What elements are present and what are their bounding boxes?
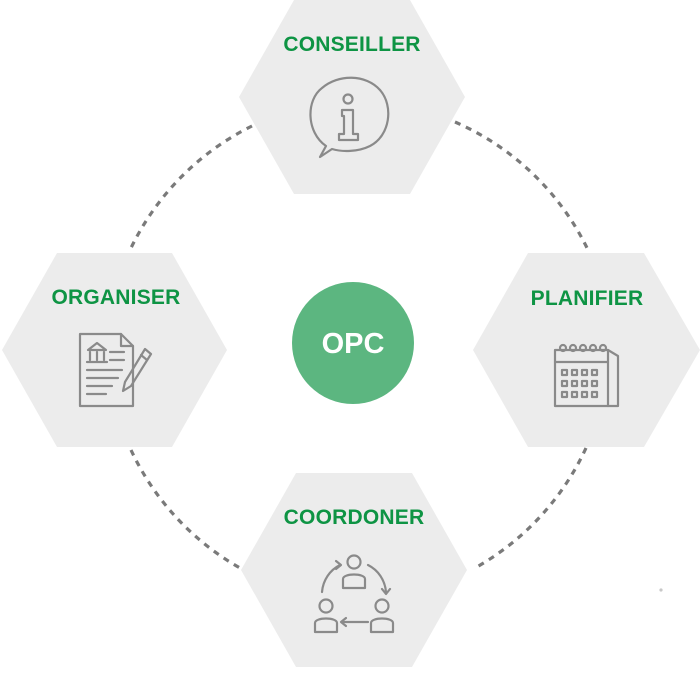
node-organiser: ORGANISER (2, 253, 227, 447)
connector-top-right (454, 120, 590, 251)
hexagon-organiser (2, 253, 227, 447)
node-label-conseiller: CONSEILLER (283, 33, 420, 56)
hexagon-coordoner (241, 473, 467, 667)
decorative-dot (659, 588, 663, 592)
node-label-planifier: PLANIFIER (531, 287, 644, 310)
node-label-coordoner: COORDONER (284, 506, 425, 529)
center-label: OPC (322, 328, 385, 360)
center-circle (292, 282, 414, 404)
connector-bottom-right (474, 447, 588, 570)
node-label-organiser: ORGANISER (52, 286, 181, 309)
connector-bottom-left (129, 449, 241, 570)
node-conseiller: CONSEILLER (239, 0, 465, 194)
dashed-connector-ring (129, 120, 590, 570)
info-speech-bubble-icon (309, 76, 390, 159)
calendar-icon (553, 343, 620, 408)
center-node: OPC (292, 282, 414, 404)
node-coordoner: COORDONER (241, 473, 467, 667)
document-pen-icon (78, 332, 153, 408)
node-planifier: PLANIFIER (473, 253, 700, 447)
team-cycle-icon (313, 554, 395, 634)
connector-top-left (129, 124, 253, 249)
